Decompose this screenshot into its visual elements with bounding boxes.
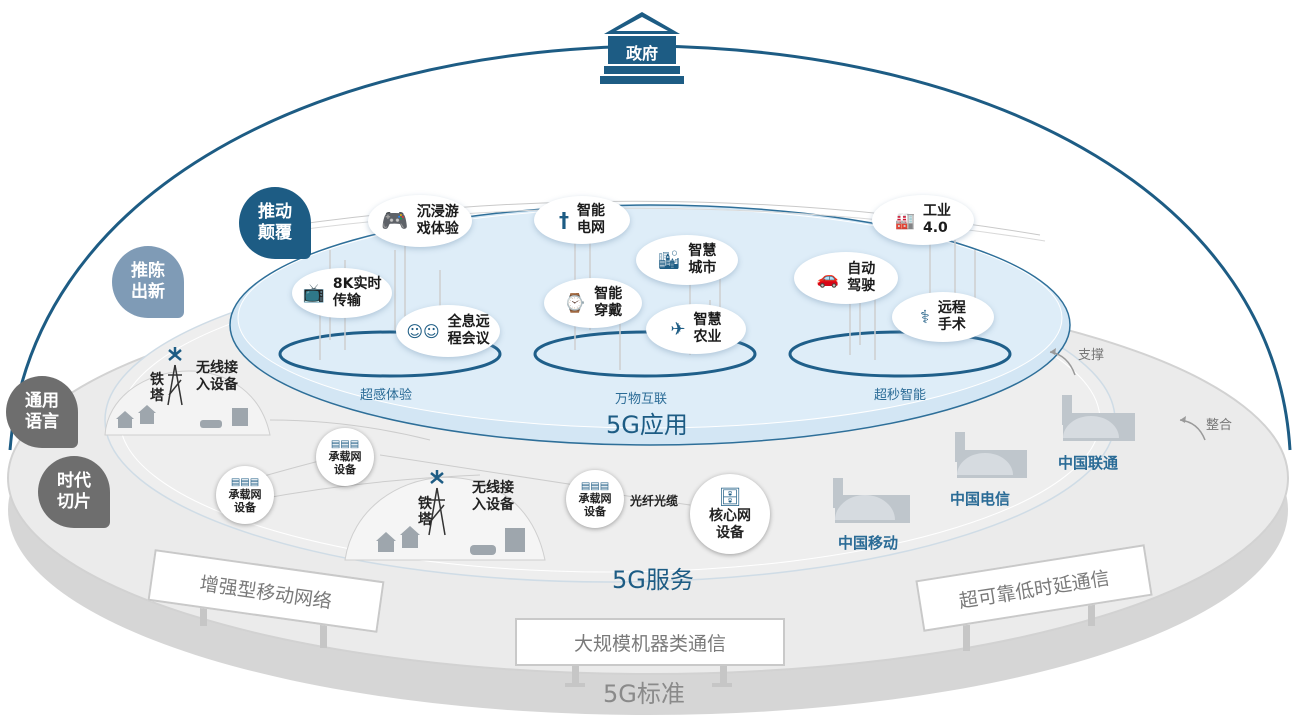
watch-icon: ⌚ [563,292,587,314]
factory-telecom-icon [955,432,1027,478]
tag-disrupt: 推动颠覆 [239,187,311,259]
group-label-intelligence: 超秒智能 [874,388,927,403]
tag-common-language: 通用语言 [6,376,78,448]
ring-intelligence [788,330,1012,378]
transport-device-left: ▤▤▤ 承载网设备 [216,466,274,524]
car-icon: 🚗 [816,267,840,289]
tag-renew: 推陈出新 [112,246,184,318]
app-smart-agri: ✈ 智慧农业 [646,304,746,354]
tag-era-slice: 时代切片 [38,456,110,528]
transport-device-right: ▤▤▤ 承载网设备 [566,470,624,528]
gamepad-icon: 🎮 [381,208,409,234]
integrate-label: 整合 [1206,418,1233,433]
government-label: 政府 [625,44,658,63]
app-autonomous: 🚗 自动驾驶 [794,252,898,304]
app-holographic: ☺☺ 全息远程会议 [396,305,500,357]
operator-unicom: 中国联通 [1058,454,1119,472]
standards-title: 5G标准 [603,680,685,708]
radio-label-center: 无线接入设备 [472,480,514,513]
operator-telecom: 中国电信 [950,490,1011,508]
rack-icon: ▤▤▤ [330,438,360,450]
tower-label-left: 铁塔 [150,372,164,404]
factory-unicom-icon [1062,395,1135,441]
factory-icon: 🏭 [895,210,915,230]
app-smart-city: 🏙 智慧城市 [636,235,738,285]
group-label-iot: 万物互联 [615,392,668,407]
city-icon: 🏙 [657,249,681,271]
drone-icon: ✈ [670,318,686,340]
server-icon: 🗄 [718,486,742,508]
surgery-icon: ⚕ [920,306,930,328]
core-network-device: 🗄 核心网设备 [690,474,770,554]
meeting-icon: ☺☺ [406,321,440,341]
power-pole-icon: † [559,208,569,232]
rack-icon: ▤▤▤ [580,480,610,492]
applications-title: 5G应用 [606,411,688,439]
radio-label-left: 无线接入设备 [196,360,238,393]
ring-iot [533,330,757,378]
operator-mobile: 中国移动 [838,534,899,552]
standard-mmtc: 大规模机器类通信 [515,618,785,666]
support-label: 支撑 [1078,348,1105,363]
group-label-superexperience: 超感体验 [360,388,413,403]
app-8k: 📺 8K实时传输 [292,268,392,318]
tv-icon: 📺 [302,282,325,304]
radio-tower-icon-center [428,487,446,536]
rack-icon: ▤▤▤ [230,476,260,488]
radio-tower-icon-left [167,364,183,406]
tower-label-center: 铁塔 [418,496,432,528]
government-building-icon [600,12,684,84]
app-gaming: 🎮 沉浸游戏体验 [368,195,472,247]
services-title: 5G服务 [612,566,694,594]
fiber-label: 光纤光缆 [630,494,679,508]
app-smart-grid: † 智能电网 [534,196,630,244]
ring-superexperience [278,330,502,378]
app-remote-surgery: ⚕ 远程手术 [892,292,994,342]
transport-device-top: ▤▤▤ 承载网设备 [316,428,374,486]
app-wearable: ⌚ 智能穿戴 [544,278,642,328]
factory-mobile-icon [833,478,910,523]
